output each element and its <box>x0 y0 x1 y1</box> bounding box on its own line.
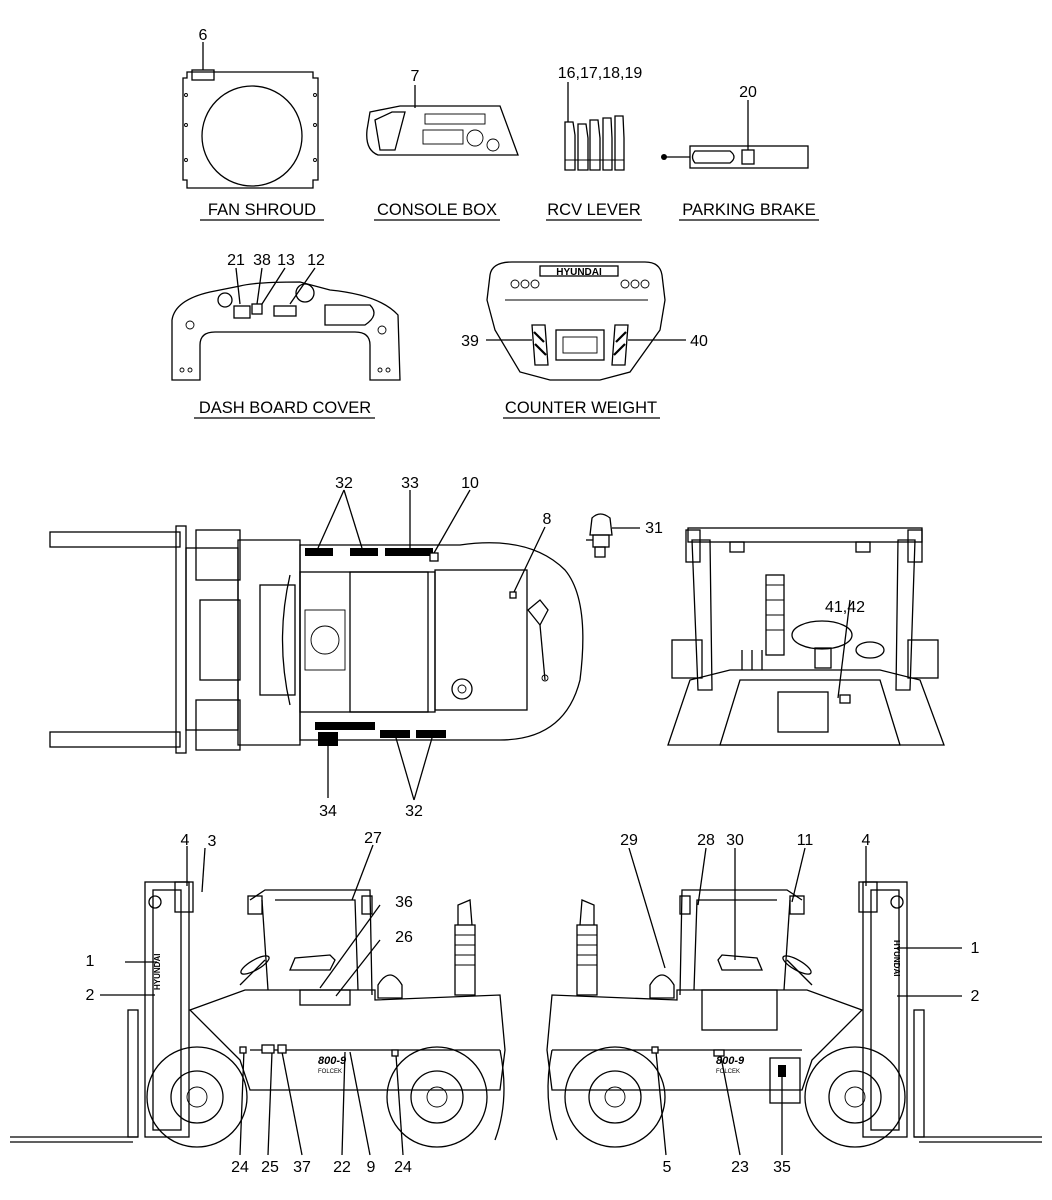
callout-23: 23 <box>731 1159 749 1176</box>
callout-36: 36 <box>395 894 413 911</box>
callout-37: 37 <box>293 1159 311 1176</box>
callout-21: 21 <box>227 252 245 269</box>
callout-9: 9 <box>367 1159 376 1176</box>
callout-34: 34 <box>319 803 337 820</box>
callout-11: 11 <box>797 832 814 849</box>
parking-brake <box>661 100 809 169</box>
callout-7: 7 <box>411 68 420 85</box>
callout-12: 12 <box>307 252 325 269</box>
callout-4-left: 4 <box>181 832 190 849</box>
callout-10: 10 <box>461 475 479 492</box>
callout-1-right: 1 <box>971 940 980 957</box>
callout-32-bottom: 32 <box>405 803 423 820</box>
left-side-view-forklift: HYUNDAI 800-9 FOLCEK <box>10 844 506 1156</box>
model-badge-left: 800-9 <box>318 1055 347 1067</box>
callout-32-top: 32 <box>335 475 353 492</box>
callout-20: 20 <box>739 84 757 101</box>
brand-counter-weight: HYUNDAI <box>556 267 602 278</box>
callout-39: 39 <box>461 333 479 350</box>
callout-35: 35 <box>773 1159 791 1176</box>
callout-26: 26 <box>395 929 413 946</box>
callout-28: 28 <box>697 832 715 849</box>
callout-4-right: 4 <box>862 832 871 849</box>
title-console-box: CONSOLE BOX <box>377 201 497 219</box>
callout-3: 3 <box>208 833 217 850</box>
callout-24-left-b: 24 <box>394 1159 412 1176</box>
fan-shroud <box>182 42 319 189</box>
title-rcv-lever: RCV LEVER <box>547 201 641 219</box>
callout-8: 8 <box>543 511 552 528</box>
callout-13: 13 <box>277 252 295 269</box>
callout-24-left-a: 24 <box>231 1159 249 1176</box>
callout-27: 27 <box>364 830 382 847</box>
callout-25: 25 <box>261 1159 279 1176</box>
title-parking-brake: PARKING BRAKE <box>682 201 816 219</box>
callout-30: 30 <box>726 832 744 849</box>
top-view-forklift <box>49 489 584 801</box>
callout-40: 40 <box>690 333 708 350</box>
model-badge-right: 800-9 <box>716 1055 745 1067</box>
model-sub-right: FOLCEK <box>716 1069 740 1075</box>
model-sub-left: FOLCEK <box>318 1069 342 1075</box>
callout-16-19: 16,17,18,19 <box>558 65 643 82</box>
right-side-view-forklift: HYUNDAI 800-9 FOLCEK <box>546 846 1042 1156</box>
brand-left-mast: HYUNDAI <box>153 954 162 990</box>
callout-31: 31 <box>645 520 663 537</box>
callout-2-left: 2 <box>86 987 95 1004</box>
callout-1-left: 1 <box>86 953 95 970</box>
title-dash-board-cover: DASH BOARD COVER <box>199 399 371 417</box>
callout-22: 22 <box>333 1159 351 1176</box>
title-fan-shroud: FAN SHROUD <box>208 201 316 219</box>
callout-41-42: 41,42 <box>825 599 865 616</box>
air-cleaner-part <box>586 513 640 558</box>
title-counter-weight: COUNTER WEIGHT <box>505 399 657 417</box>
counter-weight: HYUNDAI <box>486 261 686 381</box>
console-box <box>366 85 519 156</box>
dash-board-cover <box>171 267 401 381</box>
rcv-lever <box>564 82 625 171</box>
rear-view-forklift <box>667 527 945 746</box>
callout-2-right: 2 <box>971 988 980 1005</box>
callout-38: 38 <box>253 252 271 269</box>
brand-right-mast: HYUNDAI <box>892 940 901 976</box>
callout-5: 5 <box>663 1159 672 1176</box>
callout-33: 33 <box>401 475 419 492</box>
callout-6: 6 <box>199 27 208 44</box>
callout-29: 29 <box>620 832 638 849</box>
